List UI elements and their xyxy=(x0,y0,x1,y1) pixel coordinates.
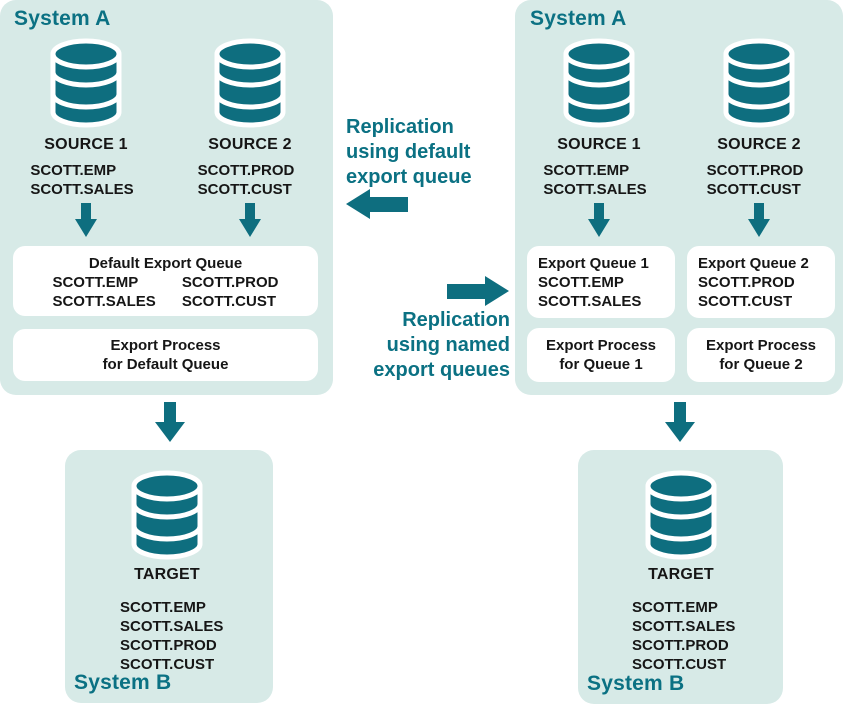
caption-line: using default xyxy=(346,141,471,163)
export-queue-2-box: Export Queue 2 SCOTT.PROD SCOTT.CUST xyxy=(687,246,835,318)
process-line: Export Process xyxy=(705,337,817,354)
system-b-left-panel: TARGET SCOTT.EMP SCOTT.SALES SCOTT.PROD … xyxy=(65,450,273,703)
down-arrow xyxy=(665,402,695,442)
process-line: for Default Queue xyxy=(102,356,229,373)
right-arrow xyxy=(447,276,509,306)
database-icon xyxy=(723,38,795,128)
schema-line: SCOTT.EMP xyxy=(538,274,624,291)
schema-line: SCOTT.CUST xyxy=(632,656,727,673)
target-label: TARGET xyxy=(648,566,714,583)
schema-line: SCOTT.CUST xyxy=(698,293,793,310)
schema-line: SCOTT.SALES xyxy=(632,618,736,635)
export-process-1-box: Export Process for Queue 1 xyxy=(527,328,675,382)
target-schemas: SCOTT.EMP SCOTT.SALES SCOTT.PROD SCOTT.C… xyxy=(632,598,735,674)
database-icon xyxy=(563,38,635,128)
caption-line: using named xyxy=(386,334,510,356)
system-b-right-label: System B xyxy=(587,672,685,695)
database-icon xyxy=(131,470,203,560)
queue-column-2: SCOTT.PROD SCOTT.CUST xyxy=(182,273,279,311)
caption-line: Replication xyxy=(402,309,510,331)
schema-line: SCOTT.PROD xyxy=(197,162,295,179)
default-replication-caption: Replication using default export queue xyxy=(346,115,472,190)
down-arrow xyxy=(239,203,261,237)
queue-title: Default Export Queue xyxy=(88,255,243,272)
system-a-left-panel: System A SOURCE 1 SOURCE 2 SCOTT.EMP SCO… xyxy=(0,0,333,395)
schema-line: SCOTT.CUST xyxy=(706,181,801,198)
export-queue-1-box: Export Queue 1 SCOTT.EMP SCOTT.SALES xyxy=(527,246,675,318)
source1-schemas: SCOTT.EMP SCOTT.SALES xyxy=(30,161,133,199)
source2-schemas: SCOTT.PROD SCOTT.CUST xyxy=(707,161,804,199)
schema-line: SCOTT.CUST xyxy=(197,181,292,198)
source1-label: SOURCE 1 xyxy=(557,136,641,153)
schema-line: SCOTT.SALES xyxy=(538,293,642,310)
database-icon xyxy=(214,38,286,128)
named-replication-caption: Replication using named export queues xyxy=(340,308,510,383)
schema-line: SCOTT.EMP xyxy=(120,599,206,616)
source2-label: SOURCE 2 xyxy=(717,136,801,153)
down-arrow xyxy=(748,203,770,237)
down-arrow xyxy=(155,402,185,442)
schema-line: SCOTT.PROD xyxy=(632,637,729,654)
source2-label: SOURCE 2 xyxy=(208,136,292,153)
system-b-right-panel: TARGET SCOTT.EMP SCOTT.SALES SCOTT.PROD … xyxy=(578,450,783,704)
schema-line: SCOTT.PROD xyxy=(181,274,279,291)
export-process-2-box: Export Process for Queue 2 xyxy=(687,328,835,382)
system-a-left-label: System A xyxy=(14,7,111,30)
schema-line: SCOTT.SALES xyxy=(30,181,134,198)
caption-line: export queue xyxy=(346,166,472,188)
source1-schemas: SCOTT.EMP SCOTT.SALES xyxy=(543,161,646,199)
caption-line: Replication xyxy=(346,116,454,138)
database-icon xyxy=(645,470,717,560)
queue-title: Export Queue 2 xyxy=(698,255,809,272)
source2-schemas: SCOTT.PROD SCOTT.CUST xyxy=(198,161,295,199)
process-line: Export Process xyxy=(545,337,657,354)
source1-label: SOURCE 1 xyxy=(44,136,128,153)
system-a-right-label: System A xyxy=(530,7,627,30)
down-arrow xyxy=(588,203,610,237)
schema-line: SCOTT.PROD xyxy=(698,274,795,291)
queue-title: Export Queue 1 xyxy=(538,255,649,272)
schema-line: SCOTT.SALES xyxy=(543,181,647,198)
schema-line: SCOTT.CUST xyxy=(120,656,215,673)
schema-line: SCOTT.SALES xyxy=(120,618,224,635)
default-export-process-box: Export Process for Default Queue xyxy=(13,329,318,381)
schema-line: SCOTT.EMP xyxy=(632,599,718,616)
target-label: TARGET xyxy=(134,566,200,583)
target-schemas: SCOTT.EMP SCOTT.SALES SCOTT.PROD SCOTT.C… xyxy=(120,598,223,674)
schema-line: SCOTT.SALES xyxy=(52,293,156,310)
default-export-queue-box: Default Export Queue SCOTT.EMP SCOTT.SAL… xyxy=(13,246,318,316)
schema-line: SCOTT.EMP xyxy=(52,274,139,291)
database-icon xyxy=(50,38,122,128)
system-a-right-panel: System A SOURCE 1 SOURCE 2 SCOTT.EMP SCO… xyxy=(515,0,843,395)
left-arrow xyxy=(346,189,408,219)
schema-line: SCOTT.PROD xyxy=(706,162,804,179)
process-line: for Queue 1 xyxy=(559,356,643,373)
system-b-left-label: System B xyxy=(74,671,172,694)
down-arrow xyxy=(75,203,97,237)
caption-line: export queues xyxy=(373,359,510,381)
queue-column-1: SCOTT.EMP SCOTT.SALES xyxy=(52,273,155,311)
schema-line: SCOTT.EMP xyxy=(543,162,630,179)
schema-line: SCOTT.EMP xyxy=(30,162,117,179)
process-line: for Queue 2 xyxy=(719,356,803,373)
schema-line: SCOTT.CUST xyxy=(181,293,276,310)
process-line: Export Process xyxy=(110,337,221,354)
schema-line: SCOTT.PROD xyxy=(120,637,217,654)
